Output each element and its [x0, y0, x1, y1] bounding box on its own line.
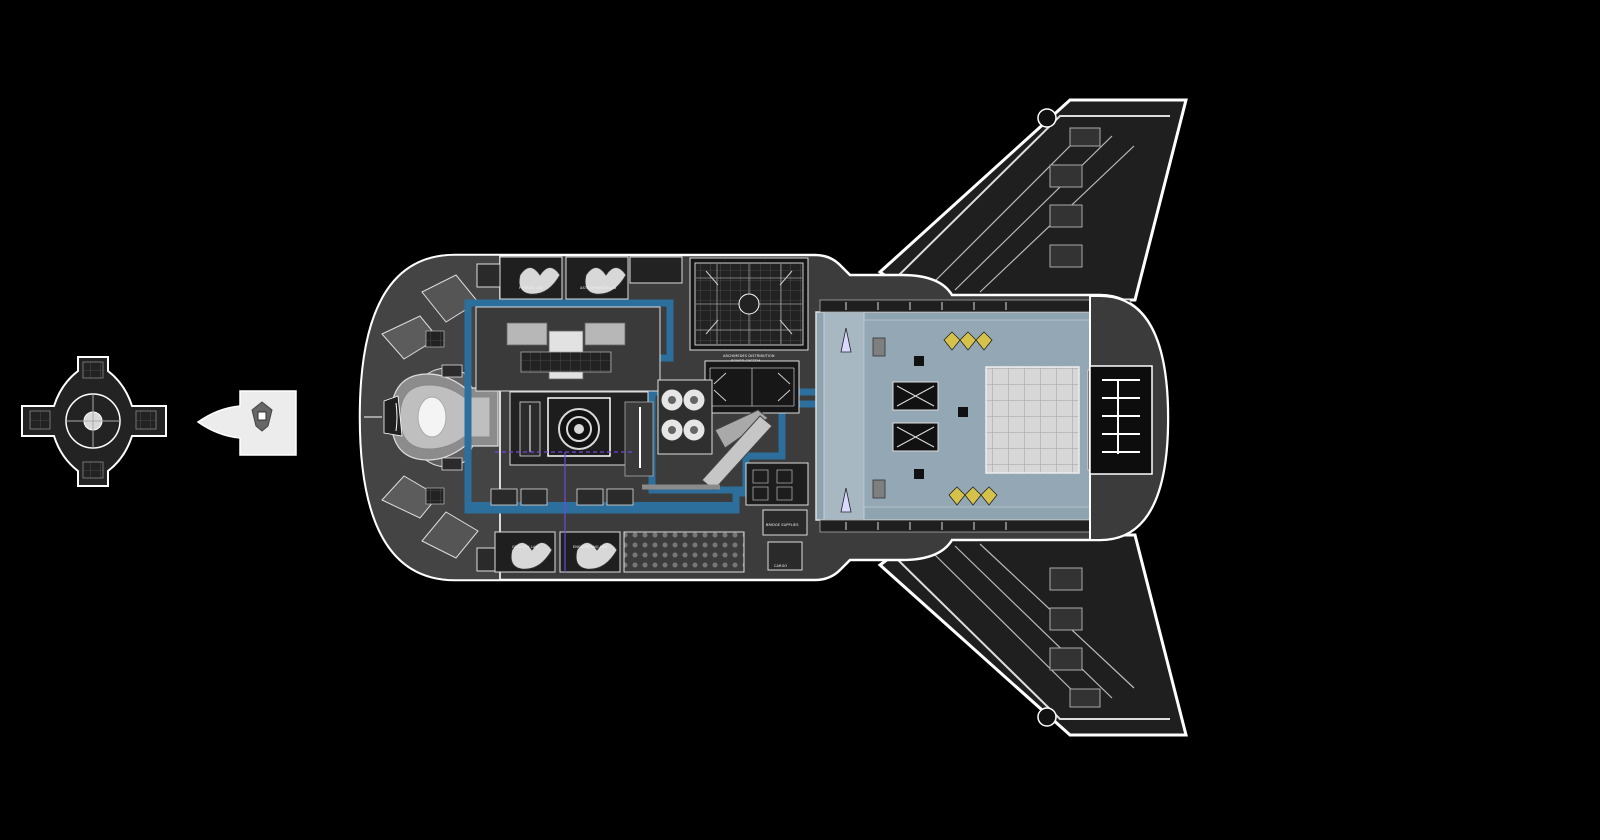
physics-lab-label: PHYSICS LAB: [519, 286, 543, 290]
astrophysics-lab-label: ASTROPHYSICS LAB: [580, 286, 617, 290]
bridge-supplies-label: BRIDGE SUPPLIES: [766, 523, 799, 527]
power-system-title-1: ARCHIMEDES DISTRIBUTION: [723, 354, 775, 358]
fighter-row-bottom: [948, 486, 998, 506]
hangar-side-rails: [819, 299, 1131, 533]
geology-lab-label: GEOLOGY LAB: [512, 545, 538, 549]
central-command-grid: ARCHIMEDES DISTRIBUTION POWER SYSTEM: [689, 257, 809, 414]
cargo-label: CARGO: [774, 564, 787, 568]
upper-wing: [877, 98, 1188, 321]
lower-lab-row: GEOLOGY LAB ENGINEERING LAB: [490, 451, 745, 573]
fighter-row-top: [943, 331, 993, 351]
service-rooms: BRIDGE SUPPLIES CARGO: [745, 462, 809, 571]
engine-bay: [624, 379, 773, 491]
engineering-lab-label: ENGINEERING LAB: [573, 545, 607, 549]
shuttle-icon: [196, 390, 297, 456]
cross-shaped-module: [21, 356, 167, 487]
hangar-bay: [815, 311, 1145, 521]
upper-lab-row: PHYSICS LAB ASTROPHYSICS LAB: [499, 256, 683, 300]
stern-section: [1089, 295, 1170, 541]
